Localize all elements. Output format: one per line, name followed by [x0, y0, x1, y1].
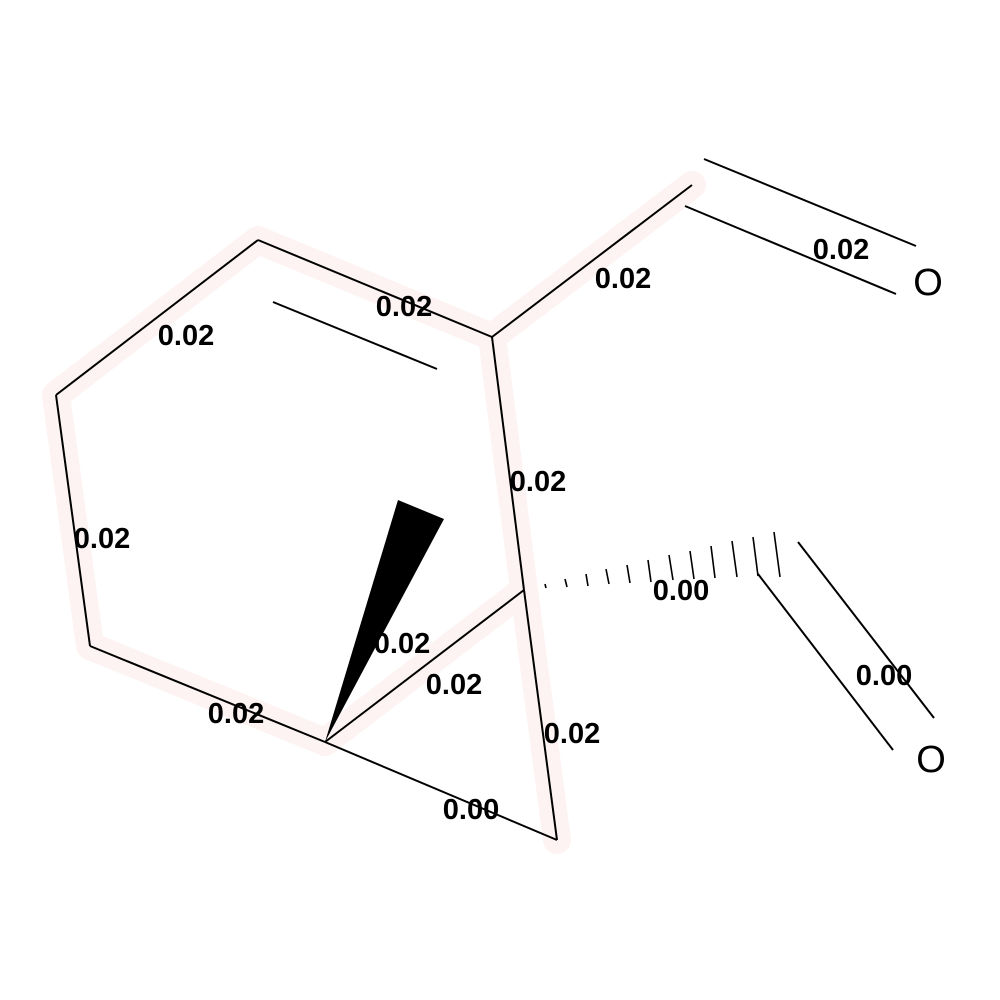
wedge-bond — [325, 500, 444, 742]
bond-c10-c1 — [523, 589, 558, 841]
bond-label-c9-c1: 0.00 — [653, 575, 709, 607]
bonds — [55, 158, 935, 841]
bond-label-c2-c10: 0.00 — [443, 794, 499, 826]
bond-label-c4-c5: 0.02 — [158, 320, 214, 352]
bond-label-c1-c2: 0.02 — [374, 628, 430, 660]
bond-label-c6-c7: 0.02 — [510, 466, 566, 498]
bond-c9-o2-a — [797, 541, 935, 719]
bond-c8-o1-b — [684, 205, 897, 295]
bond-label-c9-o2: 0.00 — [856, 660, 912, 692]
bond-label-c7-c1: 0.02 — [426, 669, 482, 701]
bond-label-c2-c3: 0.02 — [208, 698, 264, 730]
bond-label-c10-c1: 0.02 — [544, 718, 600, 750]
bond-c5-c6 — [257, 239, 493, 338]
bond-label-c8-o1: 0.02 — [813, 234, 869, 266]
bond-labels: 0.02 0.02 0.02 0.02 0.02 0.02 0.02 0.02 … — [74, 234, 912, 826]
bond-c8-o1-a — [703, 158, 917, 247]
bond-c4-c5 — [55, 239, 259, 396]
bond-c5-c6-inner — [272, 301, 438, 370]
bond-label-c8-c6: 0.02 — [595, 263, 651, 295]
atom-o2: O — [916, 739, 946, 781]
hash-bond — [544, 531, 781, 589]
bond-c2-c3 — [89, 645, 326, 743]
atom-o1: O — [913, 262, 943, 304]
bond-c7-c1 — [324, 589, 525, 743]
bond-c3-c4 — [55, 394, 91, 647]
bond-c6-c7 — [491, 336, 525, 591]
bond-label-c5-c6: 0.02 — [376, 291, 432, 323]
bond-label-c3-c4: 0.02 — [74, 523, 130, 555]
bond-c9-o2-b — [757, 573, 894, 751]
bond-c6-c8 — [491, 184, 693, 338]
bond-c2-c10 — [324, 741, 558, 841]
atom-labels: O O — [913, 262, 946, 781]
